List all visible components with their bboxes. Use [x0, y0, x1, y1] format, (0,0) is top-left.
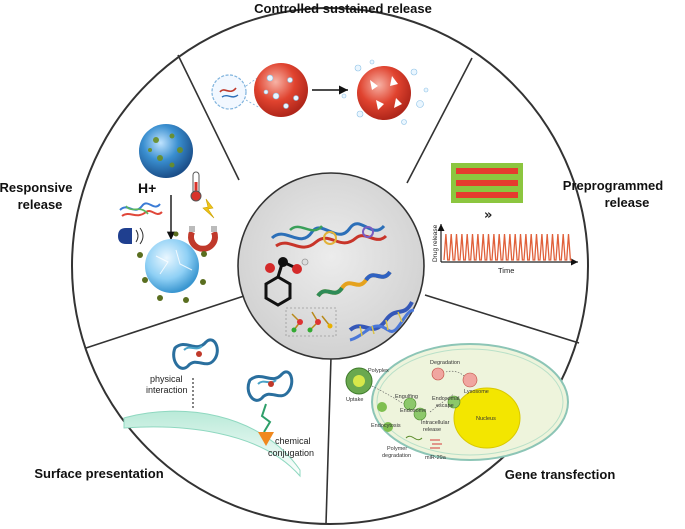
eroding-red-sphere-icon — [357, 66, 411, 120]
ultrasound-icon — [118, 227, 144, 245]
surface-presentation-title: Surface presentation — [34, 466, 163, 481]
dark-blue-carrier-icon — [139, 124, 193, 178]
drug-release-axis-label: Drug release — [432, 224, 439, 262]
chevron-down-icon: » — [484, 208, 492, 223]
chemical-label: chemical — [275, 436, 311, 446]
surface-presentation-panel: physical interaction chemical conjugatio… — [123, 338, 314, 478]
controlled-sustained-release-title: Controlled sustained release — [254, 1, 432, 16]
magnet-icon — [188, 226, 218, 252]
physical-label: physical — [150, 374, 183, 384]
lysosome-label: Lysosome — [464, 389, 489, 395]
endosomal-label: Endosomal — [432, 396, 460, 402]
segment-dividers — [85, 54, 580, 525]
phosphate-crystal-icon — [285, 307, 337, 337]
polymer-degradation-label: degradation — [382, 453, 411, 459]
preprogrammed-title: Preprogrammed — [563, 178, 663, 193]
protein-physical-icon — [172, 338, 219, 370]
proton-label: H+ — [138, 180, 156, 196]
conjugation-label: conjugation — [268, 448, 314, 458]
peptide-helix-icon — [316, 270, 392, 298]
gene-transfection-panel: Nucleus Polyplex Uptake Engulfing Endoso… — [345, 343, 569, 461]
center-disc — [237, 172, 425, 360]
small-molecule-icon — [264, 257, 309, 307]
time-axis-label: Time — [498, 266, 514, 275]
degradation-label: Degradation — [430, 360, 460, 366]
intracellular-label: Intracellular — [421, 420, 450, 426]
intracellular-release-label: release — [423, 427, 441, 433]
endocytosis-label: Endocytosis — [371, 423, 401, 429]
dna-helix-icon — [348, 300, 415, 342]
escape-label: escape — [436, 403, 454, 409]
preprogrammed-release-title: release — [605, 195, 650, 210]
loaded-red-sphere-icon — [254, 63, 308, 117]
nucleus-label: Nucleus — [476, 416, 496, 422]
polyplex-label: Polyplex — [368, 368, 389, 374]
nucleus — [453, 387, 521, 449]
small-carrier-icon — [211, 74, 247, 110]
enzyme-icon — [119, 202, 163, 217]
controlled-release-panel — [211, 59, 429, 125]
engulfing-label: Engulfing — [395, 394, 418, 400]
anchor-icon — [258, 432, 274, 446]
polymer-label: Polymer — [387, 446, 407, 452]
pulsatile-release-curve — [443, 233, 572, 261]
thermometer-icon — [190, 171, 202, 202]
light-blue-carrier-icon — [145, 239, 199, 293]
linker-icon — [260, 403, 272, 433]
lightning-icon — [202, 198, 215, 219]
protein-conjugated-icon — [246, 370, 294, 402]
responsive-title: Responsive — [0, 180, 72, 195]
interaction-label: interaction — [146, 385, 188, 395]
endosome-label: Endosome — [400, 408, 426, 414]
responsive-release-panel: H+ — [118, 124, 218, 303]
gene-transfection-title: Gene transfection — [505, 467, 616, 482]
uptake-label: Uptake — [346, 397, 363, 403]
responsive-release-title: release — [18, 197, 63, 212]
protein-molecule-icon — [270, 222, 388, 249]
preprogrammed-release-panel: » Drug release Time — [432, 163, 578, 275]
mirna-label: miR-29a — [425, 455, 447, 461]
